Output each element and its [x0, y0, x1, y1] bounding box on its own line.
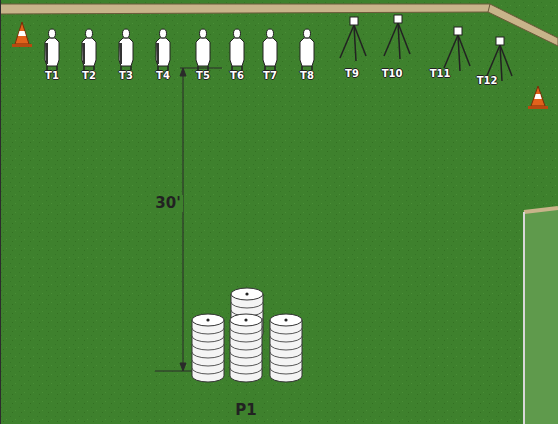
silhouette-target: [300, 29, 314, 70]
target-label: T8: [300, 71, 314, 81]
targets: [45, 15, 512, 81]
back-wall: [0, 4, 490, 14]
target-label: T3: [119, 71, 133, 81]
traffic-cone: [12, 22, 32, 47]
silhouette-target: [196, 29, 210, 70]
silhouette-target: [230, 29, 244, 70]
target-label: T9: [345, 69, 359, 79]
traffic-cone: [528, 86, 548, 109]
adjacent-area: [524, 208, 558, 424]
steel-target-tripod: [340, 17, 366, 61]
silhouette-target: [156, 29, 170, 70]
barrel-stack: [230, 314, 262, 382]
barrel-stack: [270, 314, 302, 382]
barrel-stack: [192, 314, 224, 382]
barrel-stacks: [192, 288, 302, 382]
target-label: T4: [156, 71, 170, 81]
position-label: P1: [233, 402, 258, 419]
target-label: T1: [45, 71, 59, 81]
dimension-label: 30': [153, 195, 182, 212]
steel-target-tripod: [384, 15, 410, 59]
adjacent-wall: [524, 208, 558, 212]
adjacent-wall: [523, 212, 525, 424]
silhouette-target: [45, 29, 59, 70]
target-label: T11: [430, 69, 451, 79]
target-label: T2: [82, 71, 96, 81]
side-wall: [488, 4, 558, 46]
target-label: T5: [196, 71, 210, 81]
silhouette-target: [82, 29, 96, 70]
target-label: T10: [382, 69, 403, 79]
silhouette-target: [263, 29, 277, 70]
target-label: T12: [477, 76, 498, 86]
steel-target-tripod: [486, 37, 512, 81]
edge-line: [0, 0, 1, 424]
target-label: T6: [230, 71, 244, 81]
target-label: T7: [263, 71, 277, 81]
steel-target-tripod: [444, 27, 470, 71]
silhouette-target: [119, 29, 133, 70]
